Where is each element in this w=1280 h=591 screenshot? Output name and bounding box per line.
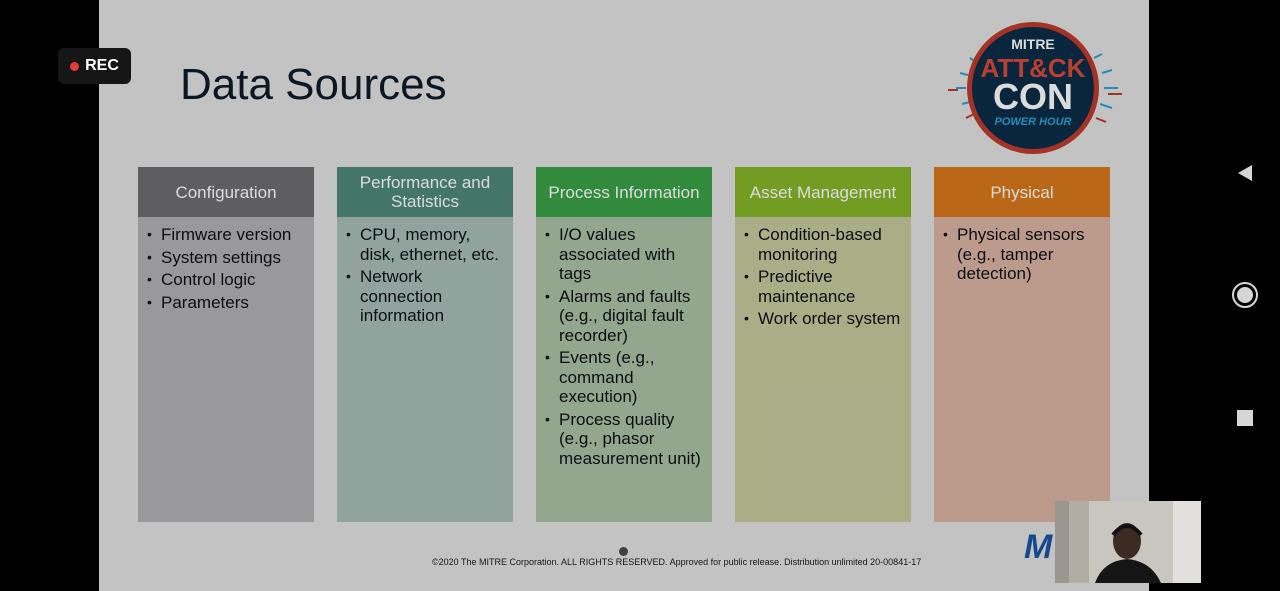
list-item: Work order system xyxy=(743,309,905,329)
column-performance: Performance and Statistics CPU, memory, … xyxy=(337,167,513,522)
column-header: Asset Management xyxy=(735,167,911,217)
list-item: Physical sensors (e.g., tamper detection… xyxy=(942,225,1104,284)
list-item: Process quality (e.g., phasor measuremen… xyxy=(544,410,706,469)
recording-dot-icon xyxy=(70,61,80,71)
item-list: Physical sensors (e.g., tamper detection… xyxy=(942,225,1104,284)
column-physical: Physical Physical sensors (e.g., tamper … xyxy=(934,167,1110,522)
recording-label: REC xyxy=(85,57,119,74)
item-list: Condition-based monitoring Predictive ma… xyxy=(743,225,905,329)
column-body: Physical sensors (e.g., tamper detection… xyxy=(934,217,1110,522)
list-item: Alarms and faults (e.g., digital fault r… xyxy=(544,287,706,346)
list-item: System settings xyxy=(146,248,308,268)
home-circle-icon xyxy=(1231,282,1258,308)
column-body: Firmware version System settings Control… xyxy=(138,217,314,522)
presenter-video xyxy=(1055,501,1201,583)
column-body: I/O values associated with tags Alarms a… xyxy=(536,217,712,522)
home-button[interactable] xyxy=(1209,271,1280,319)
column-process-information: Process Information I/O values associate… xyxy=(536,167,712,522)
list-item: Control logic xyxy=(146,270,308,290)
column-configuration: Configuration Firmware version System se… xyxy=(138,167,314,522)
list-item: Predictive maintenance xyxy=(743,267,905,306)
svg-text:CON: CON xyxy=(993,76,1073,117)
copyright-footer: ©2020 The MITRE Corporation. ALL RIGHTS … xyxy=(432,557,922,567)
column-asset-management: Asset Management Condition-based monitor… xyxy=(735,167,911,522)
back-triangle-icon xyxy=(1237,165,1252,181)
presentation-slide: Data Sources MITRE ATT&CK CON POWER HOUR… xyxy=(99,0,1149,591)
mitre-brand-mark: M xyxy=(1024,528,1053,566)
list-item: Events (e.g., command execution) xyxy=(544,348,706,407)
list-item: Condition-based monitoring xyxy=(743,225,905,264)
column-header: Physical xyxy=(934,167,1110,217)
webcam-video-thumbnail[interactable] xyxy=(1055,501,1201,583)
column-header: Process Information xyxy=(536,167,712,217)
list-item: Parameters xyxy=(146,293,308,313)
svg-text:ATT&CK: ATT&CK xyxy=(981,53,1086,83)
slide-title: Data Sources xyxy=(180,60,447,109)
list-item: Firmware version xyxy=(146,225,308,245)
item-list: Firmware version System settings Control… xyxy=(146,225,308,312)
recents-square-icon xyxy=(1236,410,1253,426)
attackcon-logo: MITRE ATT&CK CON POWER HOUR xyxy=(948,22,1122,154)
back-button[interactable] xyxy=(1209,149,1280,197)
item-list: CPU, memory, disk, ethernet, etc. Networ… xyxy=(345,225,507,326)
pointer-dot xyxy=(619,547,628,556)
column-header: Configuration xyxy=(138,167,314,217)
recording-indicator[interactable]: REC xyxy=(58,48,131,84)
column-body: Condition-based monitoring Predictive ma… xyxy=(735,217,911,522)
svg-text:POWER HOUR: POWER HOUR xyxy=(995,116,1072,128)
list-item: CPU, memory, disk, ethernet, etc. xyxy=(345,225,507,264)
item-list: I/O values associated with tags Alarms a… xyxy=(544,225,706,468)
system-navigation-bar xyxy=(1209,0,1280,591)
column-header: Performance and Statistics xyxy=(337,167,513,217)
column-body: CPU, memory, disk, ethernet, etc. Networ… xyxy=(337,217,513,522)
recents-button[interactable] xyxy=(1209,394,1280,442)
list-item: I/O values associated with tags xyxy=(544,225,706,284)
svg-text:MITRE: MITRE xyxy=(1011,36,1055,52)
list-item: Network connection information xyxy=(345,267,507,326)
